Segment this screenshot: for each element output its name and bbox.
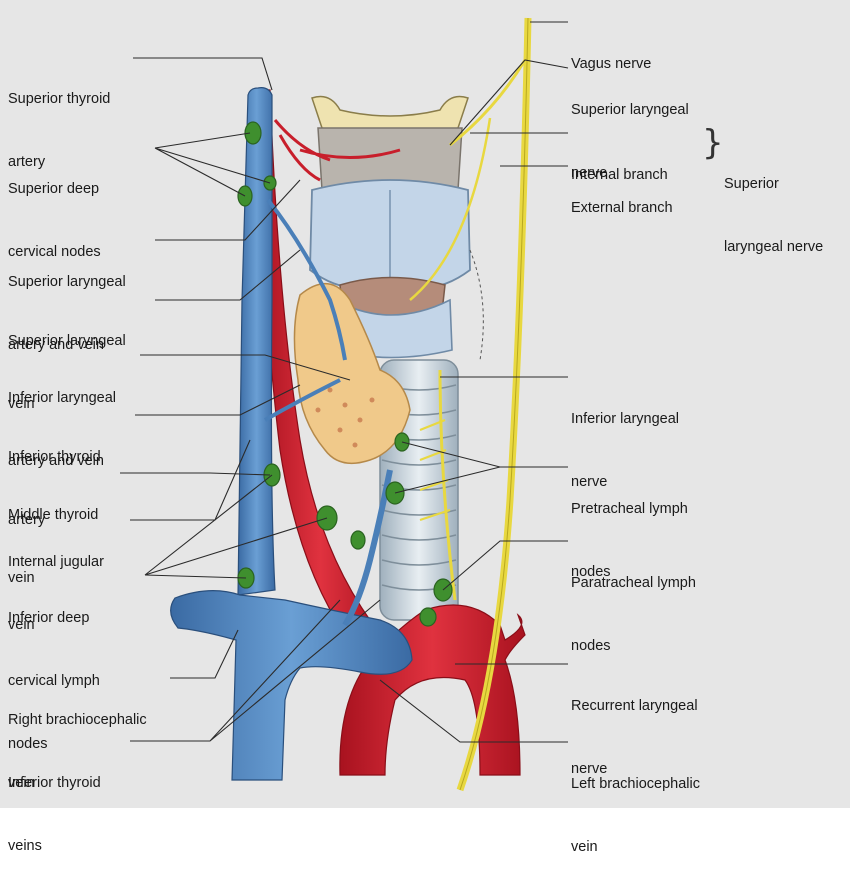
- label-inferior-laryngeal-nerve: Inferior laryngeal nerve: [571, 411, 679, 490]
- label-external-branch: External branch: [571, 200, 673, 216]
- label-superior-laryngeal-vein: Superior laryngeal vein: [8, 333, 126, 412]
- anatomy-illustration: [120, 17, 569, 792]
- label-superior-deep-cervical-nodes: Superior deep cervical nodes: [8, 181, 101, 260]
- label-superior-laryngeal-nerve: Superior laryngeal nerve: [571, 102, 689, 181]
- label-middle-thyroid-vein: Middle thyroid vein: [8, 507, 99, 586]
- label-superior-laryngeal-nerve-group: Superior laryngeal nerve: [724, 176, 824, 255]
- thyroid-gland: [293, 282, 411, 465]
- label-vagus-nerve: Vagus nerve: [571, 56, 652, 72]
- label-inferior-thyroid-artery: Inferior thyroid artery: [8, 449, 101, 528]
- label-inferior-deep-cervical-lymph-nodes: Inferior deep cervical lymph nodes: [8, 610, 100, 752]
- label-inferior-laryngeal-artery-vein: Inferior laryngeal artery and vein: [8, 390, 116, 469]
- nerves: [409, 17, 532, 792]
- label-superior-laryngeal-artery-vein: Superior laryngeal artery and vein: [8, 274, 126, 353]
- label-superior-thyroid-artery: Superior thyroid artery: [8, 91, 111, 170]
- label-inferior-thyroid-veins: Inferior thyroid veins: [8, 775, 101, 854]
- diagram-canvas: Superior thyroid artery Superior deep ce…: [0, 0, 850, 855]
- label-internal-branch: Internal branch: [571, 167, 668, 183]
- label-right-brachiocephalic-vein: Right brachiocephalic vein: [8, 712, 147, 791]
- label-paratracheal-lymph-nodes: Paratracheal lymph nodes: [571, 575, 696, 654]
- leader-lines: [120, 21, 569, 743]
- label-pretracheal-lymph-nodes: Pretracheal lymph nodes: [571, 501, 688, 580]
- brace-icon: }: [702, 123, 724, 163]
- larynx: [309, 95, 471, 359]
- label-recurrent-laryngeal-nerve: Recurrent laryngeal nerve: [571, 698, 698, 777]
- label-internal-jugular-vein: Internal jugular vein: [8, 554, 104, 633]
- label-left-brachiocephalic-vein: Left brachiocephalic vein: [571, 776, 700, 855]
- lymph-nodes: [237, 121, 453, 627]
